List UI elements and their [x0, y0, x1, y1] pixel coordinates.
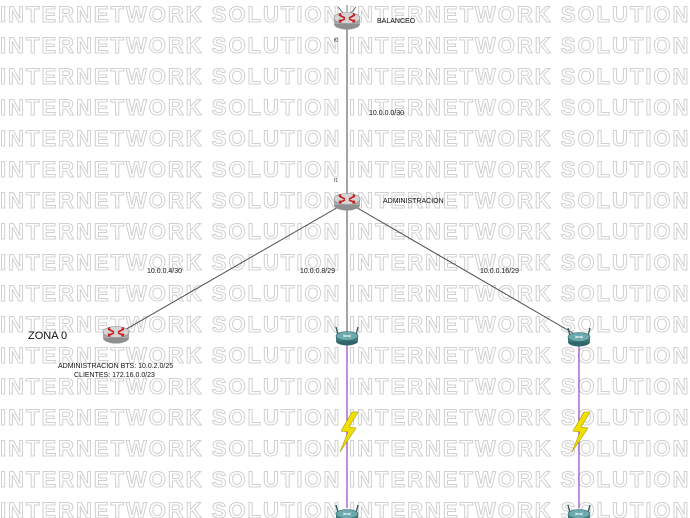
- device-label-balanceo: BALANCEO: [377, 18, 416, 25]
- router-icon[interactable]: [102, 325, 130, 345]
- zone-detail-admin-bts: ADMINISTRACION BTS: 10.0.2.0/25: [58, 363, 174, 370]
- port-label-administracion: f1: [334, 178, 339, 184]
- access-point-icon[interactable]: [567, 327, 591, 348]
- router-icon[interactable]: [333, 5, 361, 31]
- link-label-admin-zona0: 10.0.0.4/30: [147, 268, 183, 275]
- link-label-admin-ap-right: 10.0.0.16/29: [480, 268, 519, 275]
- link-admin-zona0: [115, 201, 348, 336]
- zone-label: ZONA 0: [28, 330, 68, 342]
- link-label-balanceo-admin: 10.0.0.0/30: [369, 110, 405, 117]
- wireless-bolt-icon: [571, 411, 591, 453]
- zone-detail-clientes: CLIENTES: 172.16.0.0/23: [74, 372, 155, 379]
- router-icon[interactable]: [333, 192, 361, 212]
- link-admin-ap-right: [346, 201, 579, 337]
- wireless-bolt-icon: [339, 411, 359, 453]
- device-label-administracion: ADMINISTRACION: [383, 198, 444, 205]
- port-label-balanceo: f0: [334, 38, 339, 44]
- link-label-admin-ap-center: 10.0.0.8/29: [300, 268, 336, 275]
